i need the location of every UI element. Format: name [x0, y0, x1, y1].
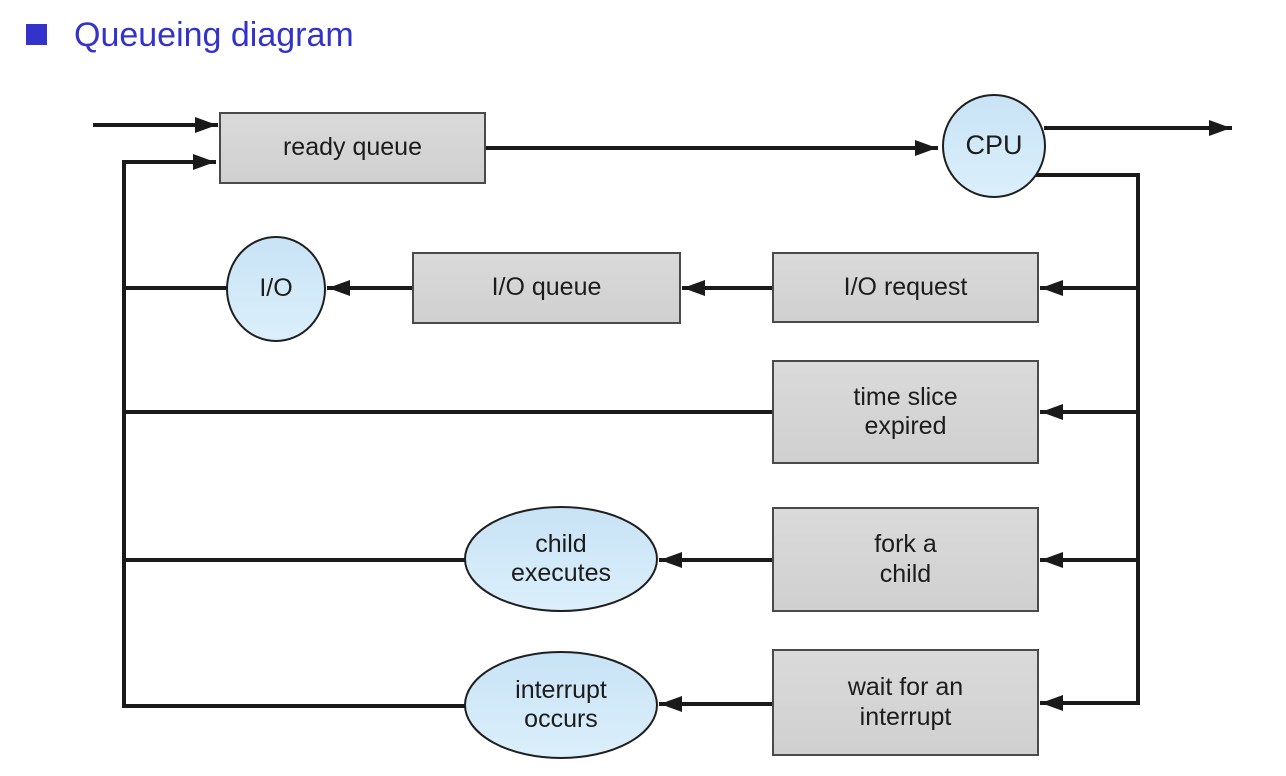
edge-cpu-to-wait-interrupt: [1034, 173, 1140, 711]
node-io-queue: [412, 252, 681, 324]
node-fork-a-child: [772, 507, 1039, 612]
node-time-slice-expired: [772, 360, 1039, 464]
node-child-executes: [464, 506, 658, 612]
node-wait-for-interrupt: [772, 649, 1039, 756]
node-cpu: [942, 94, 1046, 198]
node-interrupt-occurs: [464, 651, 658, 759]
page-title: Queueing diagram: [74, 16, 354, 54]
bullet-square-icon: [26, 24, 47, 45]
node-io: [226, 236, 326, 342]
title-row: Queueing diagram: [0, 0, 1286, 60]
node-io-request: [772, 252, 1039, 323]
edge-feedback-to-ready-queue: [122, 154, 216, 708]
node-ready-queue: [219, 112, 486, 184]
